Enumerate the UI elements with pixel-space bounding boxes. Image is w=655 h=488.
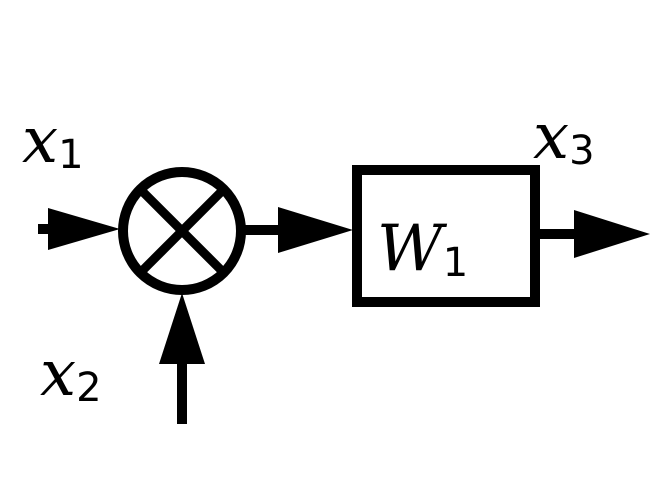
label-x2: x2 [40, 337, 102, 411]
block-w1 [352, 165, 540, 307]
input-x1-arrow [38, 208, 120, 250]
label-x3: x3 [533, 100, 595, 174]
input-x2-arrow [159, 293, 205, 424]
label-w1: W1 [377, 212, 468, 286]
multiplication-junction [118, 167, 246, 295]
junction-to-block-arrow [244, 207, 353, 253]
output-x3-arrow [540, 210, 650, 258]
label-x1: x1 [22, 104, 84, 178]
